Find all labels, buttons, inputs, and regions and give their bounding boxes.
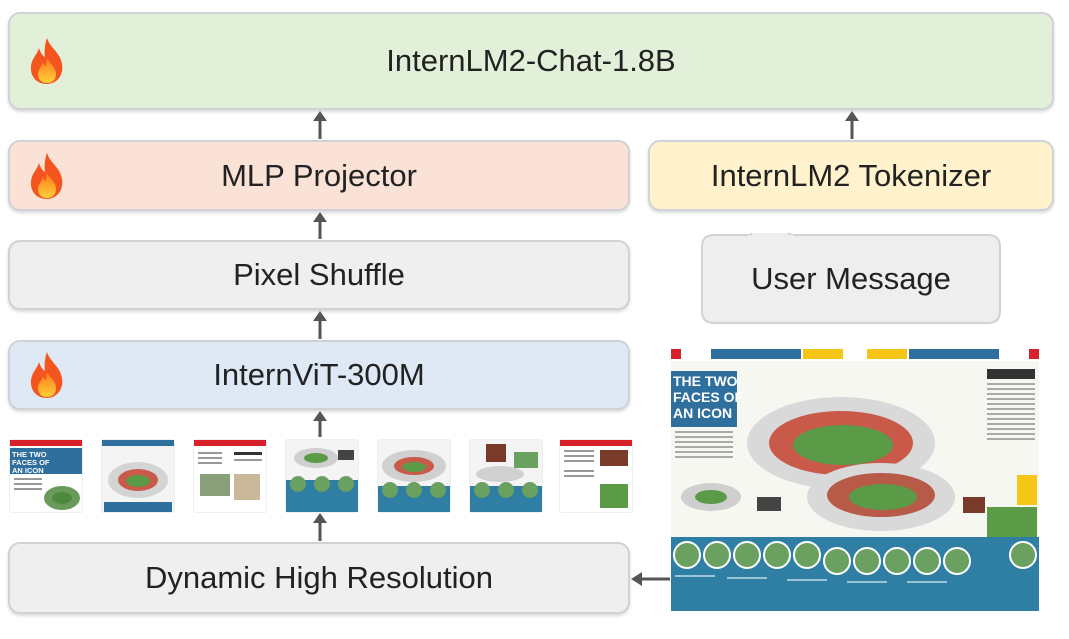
left-arrow-icon [631, 572, 670, 586]
image-tile [470, 440, 542, 512]
thumb-headline-line: AN ICON [12, 466, 44, 475]
thumb-headline-line: THE TWO [12, 450, 47, 459]
llm-label: InternLM2-Chat-1.8B [386, 43, 676, 78]
thumb-headline-line: FACES OF [12, 458, 50, 467]
poster-headline-line: THE TWO [673, 373, 738, 389]
up-arrow-icon [313, 513, 327, 541]
fire-icon [26, 36, 68, 86]
up-arrow-icon [313, 111, 327, 139]
fire-icon [26, 350, 68, 400]
llm-block: InternLM2-Chat-1.8B [8, 12, 1054, 110]
image-tile [194, 440, 266, 512]
image-tile: THE TWO FACES OF AN ICON [10, 440, 82, 512]
speech-bubble-icon [701, 233, 1001, 324]
up-arrow-icon [845, 111, 859, 139]
fire-icon [26, 151, 68, 201]
tokenizer-block: InternLM2 Tokenizer [648, 140, 1054, 211]
vision-encoder-label: InternViT-300M [213, 357, 425, 392]
pixel-shuffle-label: Pixel Shuffle [233, 257, 405, 292]
dynamic-high-resolution-block: Dynamic High Resolution [8, 542, 630, 614]
image-tile [378, 440, 450, 512]
tokenizer-label: InternLM2 Tokenizer [710, 157, 992, 193]
poster-headline-line: FACES OF [673, 389, 743, 405]
image-tile [560, 440, 632, 512]
mlp-projector-block: MLP Projector [8, 140, 630, 211]
mlp-projector-label: MLP Projector [221, 157, 417, 193]
poster-headline-line: AN ICON [673, 405, 732, 421]
pixel-shuffle-block: Pixel Shuffle [8, 240, 630, 310]
up-arrow-icon [313, 212, 327, 239]
up-arrow-icon [313, 311, 327, 339]
vision-encoder-block: InternViT-300M [8, 340, 630, 410]
dynamic-high-resolution-label: Dynamic High Resolution [144, 560, 494, 595]
user-message-label: User Message [751, 261, 951, 296]
image-tile [286, 440, 358, 512]
up-arrow-icon [313, 411, 327, 437]
image-tile [102, 440, 174, 512]
input-image: THE TWO FACES OF AN ICON [671, 347, 1039, 611]
